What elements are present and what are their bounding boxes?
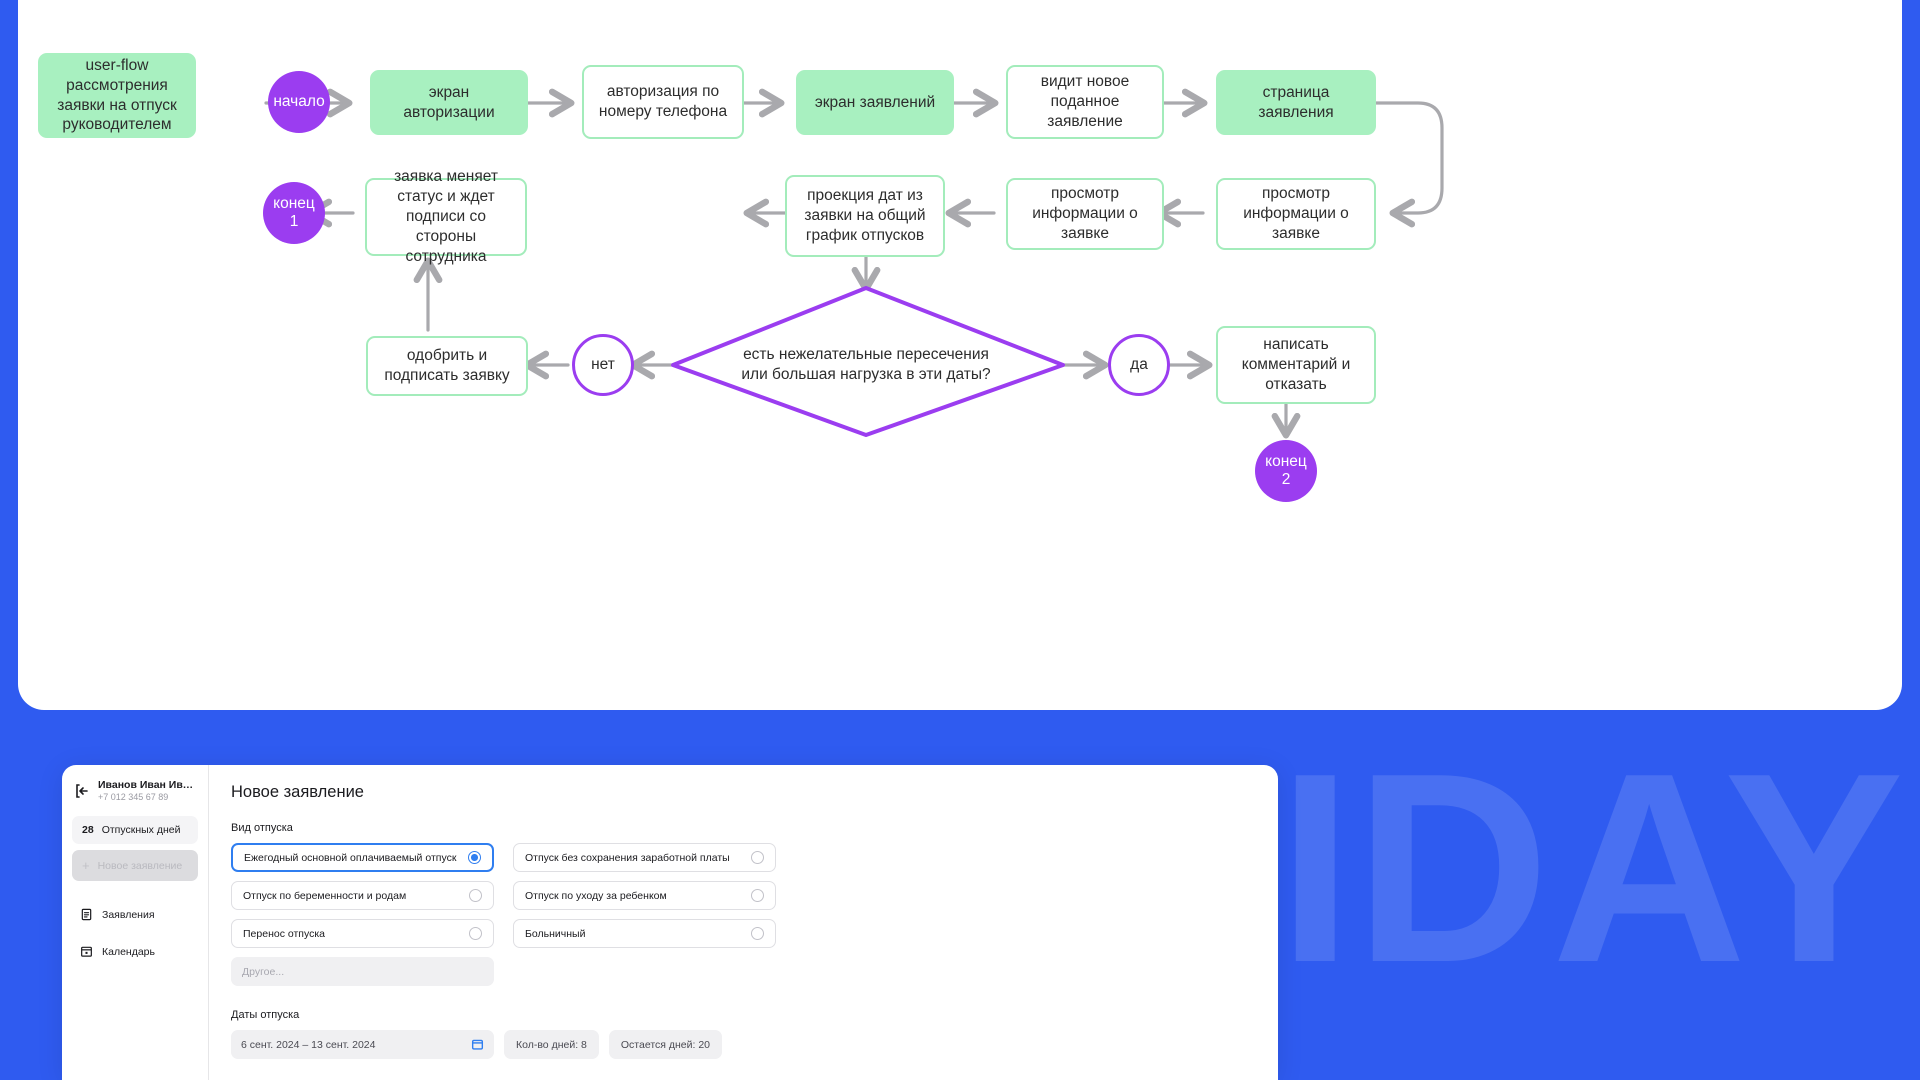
new-request-button[interactable]: + Новое заявление [72,850,198,881]
radio-option-childcare-label: Отпуск по уходу за ребенком [525,889,667,902]
sidebar-item-calendar-label: Календарь [102,945,155,958]
radio-option-unpaid[interactable]: Отпуск без сохранения заработной платы [513,843,776,872]
radio-option-maternity[interactable]: Отпуск по беременности и родам [231,881,494,910]
radio-option-maternity-label: Отпуск по беременности и родам [243,889,407,902]
new-request-label: Новое заявление [97,859,183,872]
calendar-picker-icon[interactable] [471,1038,484,1051]
radio-dot[interactable] [751,851,764,864]
radio-dot[interactable] [751,927,764,940]
node-approve-sign: одобрить и подписать заявку [366,336,528,396]
vacation-days-label: Отпускных дней [101,824,181,836]
days-total-chip: Кол-во дней: 8 [504,1030,599,1059]
radio-option-transfer-label: Перенос отпуска [243,927,326,940]
node-write-comment-reject: написать комментарий и отказать [1216,326,1376,404]
node-end-1-line2: 1 [289,213,299,230]
node-end-2-line1: конец [1265,453,1307,471]
radio-option-childcare[interactable]: Отпуск по уходу за ребенком [513,881,776,910]
app-sidebar: Иванов Иван Ива... +7 012 345 67 89 28 О… [62,765,209,1080]
page-title: Новое заявление [231,783,364,801]
app-main-panel: Новое заявление Вид отпуска Ежегодный ос… [209,765,1278,1080]
vacation-days-count: 28 [82,824,94,836]
node-request-page: страница заявления [1216,70,1376,135]
node-sees-new-request: видит новое поданное заявление [1006,65,1164,139]
radio-option-sickleave[interactable]: Больничный [513,919,776,948]
days-left-chip: Остается дней: 20 [608,1030,723,1059]
vacation-days-counter: 28 Отпускных дней [72,816,198,844]
node-view-info-2: просмотр информации о заявке [1216,178,1376,250]
node-auth-screen: экран авторизации [370,70,528,135]
radio-dot[interactable] [469,889,482,902]
node-end-1-line1: конец [273,195,315,213]
radio-option-unpaid-label: Отпуск без сохранения заработной платы [525,851,730,864]
node-auth-phone: авторизация по номеру телефона [582,65,744,139]
node-end-1: конец 1 [263,182,325,244]
node-view-info-1: просмотр информации о заявке [1006,178,1164,250]
node-end-2: конец 2 [1255,440,1317,502]
radio-option-transfer[interactable]: Перенос отпуска [231,919,494,948]
sidebar-item-requests[interactable]: Заявления [72,899,198,930]
radio-option-annual-paid-label: Ежегодный основной оплачиваемый отпуск [244,851,457,864]
node-dates-projection: проекция дат из заявки на общий график о… [785,175,945,257]
decision-label: есть нежелательные пересечения или больш… [741,345,991,383]
radio-dot[interactable] [469,927,482,940]
decision-diamond [671,286,1065,437]
sidebar-item-requests-label: Заявления [102,908,155,921]
user-profile[interactable]: Иванов Иван Ива... +7 012 345 67 89 [72,779,198,816]
calendar-icon [81,946,92,957]
document-icon [81,908,92,921]
radio-option-sickleave-label: Больничный [525,927,586,940]
vacation-type-label: Вид отпуска [231,822,293,834]
date-range-value: 6 сент. 2024 – 13 сент. 2024 [241,1038,376,1051]
node-branch-yes: да [1108,334,1170,396]
watermark-text: IDAY [1277,718,1906,1019]
node-start: начало [268,71,330,133]
plus-icon: + [82,858,90,873]
node-status-change: заявка меняет статус и ждет подписи со с… [365,168,527,265]
diagram-card: user-flow рассмотрения заявки на отпуск … [18,0,1902,710]
node-end-2-line2: 2 [1281,471,1291,488]
app-window: Иванов Иван Ива... +7 012 345 67 89 28 О… [62,765,1278,1080]
other-input[interactable]: Другое... [231,957,494,986]
user-name: Иванов Иван Ива... [98,779,196,791]
sidebar-item-calendar[interactable]: Календарь [72,936,198,967]
logout-icon[interactable] [74,783,90,799]
radio-dot[interactable] [751,889,764,902]
radio-option-annual-paid[interactable]: Ежегодный основной оплачиваемый отпуск [231,843,494,872]
diagram-title: user-flow рассмотрения заявки на отпуск … [38,53,196,138]
dates-label: Даты отпуска [231,1009,300,1021]
date-range-input[interactable]: 6 сент. 2024 – 13 сент. 2024 [231,1030,494,1059]
node-branch-no: нет [572,334,634,396]
user-phone: +7 012 345 67 89 [98,792,169,802]
dates-row: 6 сент. 2024 – 13 сент. 2024 Кол-во дней… [231,1030,1256,1059]
radio-dot-selected[interactable] [468,851,481,864]
node-apps-screen: экран заявлений [796,70,954,135]
vacation-type-options: Ежегодный основной оплачиваемый отпуск О… [231,843,776,948]
